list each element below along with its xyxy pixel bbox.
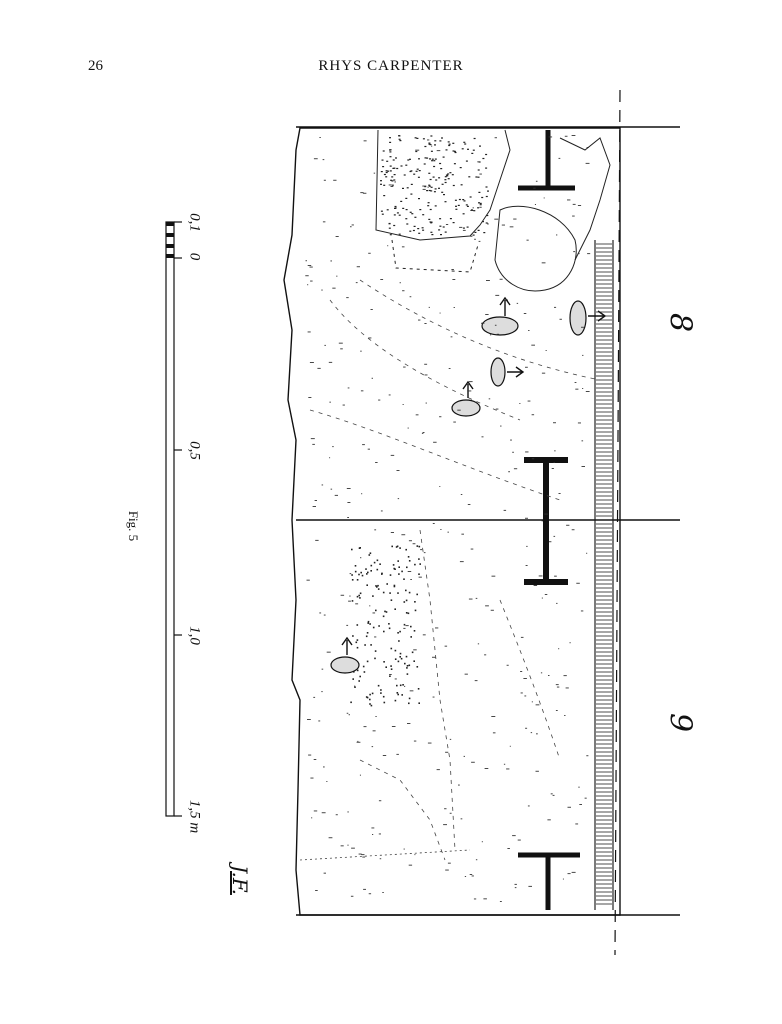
draftsman-initials: J.F. — [228, 865, 252, 895]
dashed-edge-line — [614, 89, 621, 956]
scale-tick-label: 1,0 — [186, 626, 203, 645]
pry-holes — [330, 300, 587, 674]
block-number-9: 9 — [662, 712, 698, 733]
block-number-8: 8 — [662, 312, 698, 333]
tool-marks — [299, 279, 601, 861]
rough-cutting-area — [375, 129, 611, 292]
figure-caption: Fig. 5 — [126, 510, 141, 542]
scale-tick-label: 1,5 m — [186, 799, 203, 834]
clamp-upper — [518, 130, 575, 191]
scale-tick-label: 0 — [186, 252, 203, 261]
scale-tick-label: 0,5 — [186, 441, 203, 460]
running-head: RHYS CARPENTER — [318, 58, 464, 74]
page-number: 26 — [88, 58, 103, 74]
hatched-edge-strip — [594, 240, 614, 910]
pry-arrows — [341, 296, 607, 655]
dowel-joint — [524, 457, 568, 585]
clamp-lower — [518, 852, 580, 910]
